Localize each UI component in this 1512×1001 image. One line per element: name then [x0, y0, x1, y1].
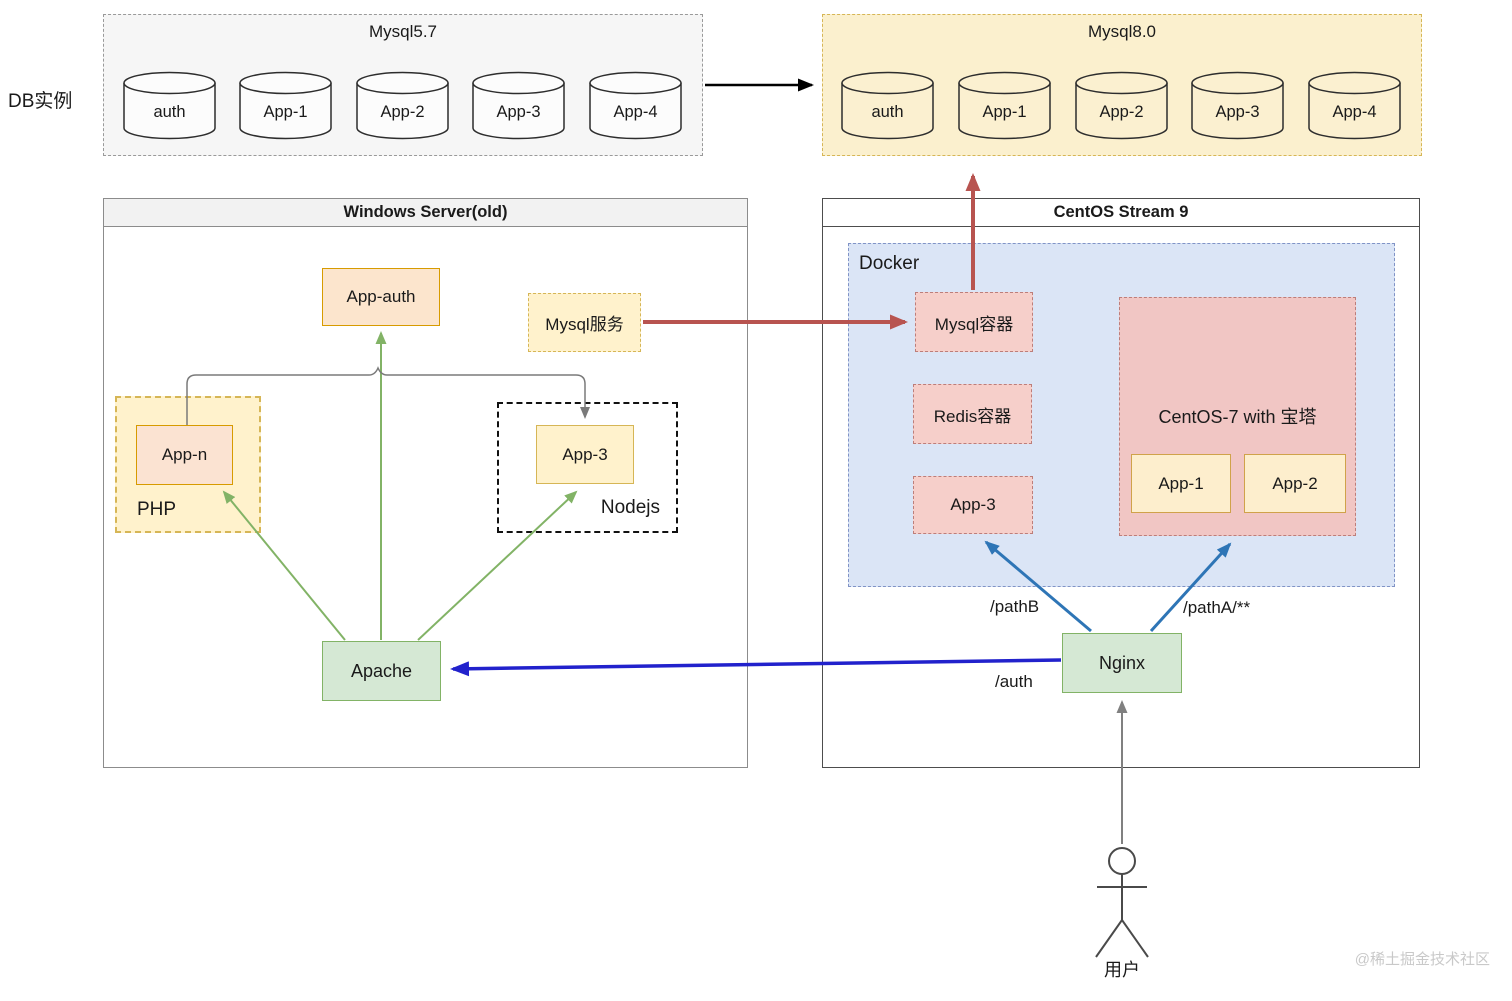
db-name: auth [871, 103, 904, 121]
cylinder-icon [239, 71, 332, 140]
db-cylinder-new-app3: App-3 [1189, 71, 1286, 141]
db-name: App-4 [613, 103, 658, 121]
app-n-node: App-n [136, 425, 233, 485]
db-cylinder-old-app1: App-1 [237, 71, 334, 141]
app-2-baota-node: App-2 [1244, 454, 1346, 513]
db-name: App-3 [496, 103, 541, 121]
mysql-container-node: Mysql容器 [915, 292, 1033, 352]
nodejs-label: Nodejs [600, 497, 660, 518]
cylinder-icon [1191, 71, 1284, 140]
db-name: App-2 [1099, 103, 1144, 121]
mysql57-group: Mysql5.7 auth App-1 App-2 [103, 14, 703, 156]
redis-container-node: Redis容器 [913, 384, 1032, 444]
mysql57-title: Mysql5.7 [368, 22, 438, 41]
user-stick-figure-icon [1095, 847, 1149, 958]
app-auth-node: App-auth [322, 268, 440, 326]
cylinder-icon [472, 71, 565, 140]
db-cylinder-new-app2: App-2 [1073, 71, 1170, 141]
user-label: 用户 [1104, 960, 1140, 980]
centos7-baota-title: CentOS-7 with 宝塔 [1158, 407, 1317, 427]
db-cylinder-old-app3: App-3 [470, 71, 567, 141]
db-instance-label: DB实例 [8, 91, 73, 112]
db-name: App-4 [1332, 103, 1377, 121]
auth-route-label: /auth [995, 672, 1033, 691]
db-cylinder-old-app4: App-4 [587, 71, 684, 141]
db-name: App-3 [1215, 103, 1260, 121]
php-label: PHP [137, 499, 177, 520]
mysql80-group: Mysql8.0 auth App-1 App-2 [822, 14, 1422, 156]
cylinder-icon [356, 71, 449, 140]
mysql80-title: Mysql8.0 [1087, 22, 1157, 41]
cylinder-icon [841, 71, 934, 140]
path-a-label: /pathA/** [1183, 598, 1251, 617]
cylinder-icon [1075, 71, 1168, 140]
watermark: @稀土掘金技术社区 [1354, 951, 1490, 968]
cylinder-icon [1308, 71, 1401, 140]
db-cylinder-new-auth: auth [839, 71, 936, 141]
cylinder-icon [589, 71, 682, 140]
db-name: auth [153, 103, 186, 121]
db-cylinder-new-app1: App-1 [956, 71, 1053, 141]
db-name: App-1 [263, 103, 308, 121]
windows-server-title: Windows Server(old) [104, 199, 747, 227]
app-1-baota-node: App-1 [1131, 454, 1231, 513]
db-cylinder-new-app4: App-4 [1306, 71, 1403, 141]
cylinder-icon [958, 71, 1051, 140]
apache-node: Apache [322, 641, 441, 701]
cylinder-icon [123, 71, 216, 140]
app-3-windows-node: App-3 [536, 425, 634, 484]
db-cylinder-old-auth: auth [121, 71, 218, 141]
nginx-node: Nginx [1062, 633, 1182, 693]
db-cylinder-old-app2: App-2 [354, 71, 451, 141]
path-b-label: /pathB [990, 597, 1040, 616]
db-name: App-1 [982, 103, 1027, 121]
app-3-docker-node: App-3 [913, 476, 1033, 534]
docker-label: Docker [859, 253, 920, 274]
db-name: App-2 [380, 103, 425, 121]
centos-title: CentOS Stream 9 [823, 199, 1419, 227]
mysql-service-node: Mysql服务 [528, 293, 641, 352]
